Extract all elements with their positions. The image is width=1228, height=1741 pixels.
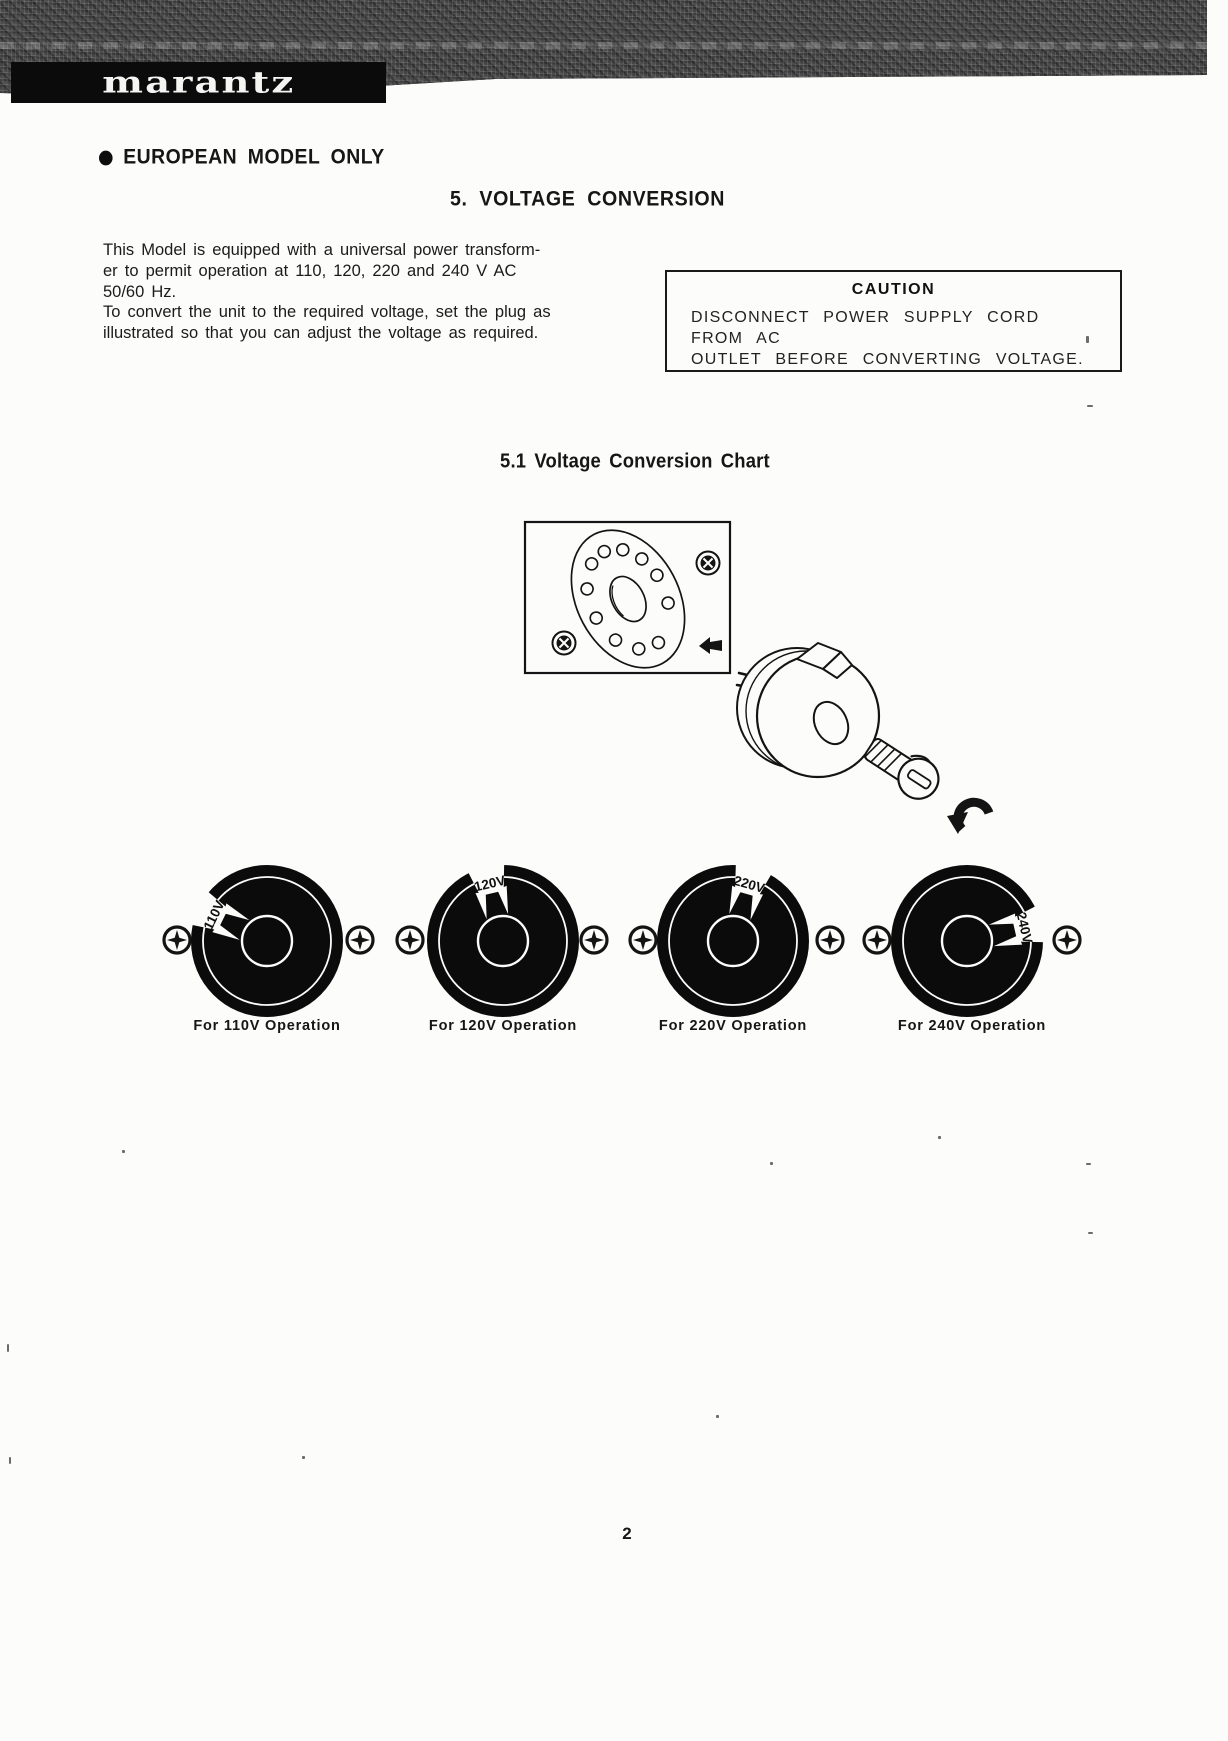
- scan-artifact: [302, 1456, 305, 1459]
- scan-artifact: [1086, 1163, 1091, 1165]
- dial-voltage-label: 120V: [473, 873, 507, 895]
- chassis-screw-icon: [862, 925, 892, 955]
- bullet-icon: [99, 150, 113, 165]
- screw-slot: [906, 769, 932, 790]
- model-note-heading: EUROPEAN MODEL ONLY: [99, 145, 385, 169]
- scan-header-band: [0, 0, 1207, 98]
- scan-artifact: [7, 1344, 9, 1352]
- caution-body: DISCONNECT POWER SUPPLY CORD FROM AC OUT…: [691, 307, 1096, 370]
- page-number: 2: [622, 1524, 632, 1543]
- retaining-screw: [863, 737, 940, 800]
- plate-screw-icon: [551, 630, 577, 656]
- caution-line: DISCONNECT POWER SUPPLY CORD FROM AC: [691, 309, 1040, 347]
- scan-artifact: [716, 1415, 719, 1418]
- caution-line: OUTLET BEFORE CONVERTING VOLTAGE.: [691, 351, 1084, 368]
- scan-artifact: [770, 1162, 773, 1165]
- brand-logo: marantz: [11, 62, 386, 103]
- voltage-plug: [735, 642, 881, 779]
- rotate-arrow-icon: [947, 797, 994, 834]
- chassis-screw-icon: [628, 925, 658, 955]
- voltage-dial-120: 120V: [427, 861, 579, 1017]
- intro-line: 50/60 Hz.: [103, 282, 177, 301]
- dial-wedge-220: 220V: [729, 861, 773, 921]
- brand-logo-text: marantz: [101, 64, 296, 100]
- intro-line: er to permit operation at 110, 120, 220 …: [103, 261, 517, 280]
- dial-caption: For 220V Operation: [658, 1018, 808, 1034]
- dial-caption: For 120V Operation: [428, 1018, 578, 1034]
- scan-artifact: [1087, 405, 1093, 407]
- section-title: 5. VOLTAGE CONVERSION: [450, 187, 725, 211]
- intro-line: illustrated so that you can adjust the v…: [103, 324, 539, 343]
- voltage-dial-110: 110V: [189, 865, 343, 1017]
- intro-line: This Model is equipped with a universal …: [103, 241, 541, 259]
- model-note-text: EUROPEAN MODEL ONLY: [123, 145, 385, 169]
- dial-wedge-240: 240V: [988, 905, 1047, 947]
- dial-caption: For 110V Operation: [193, 1018, 341, 1034]
- scan-artifact: [9, 1457, 11, 1464]
- subsection-title: 5.1 Voltage Conversion Chart: [500, 450, 770, 473]
- dial-wedge-120: 120V: [467, 861, 509, 920]
- chassis-screw-icon: [815, 925, 845, 955]
- selector-disc: [570, 529, 686, 669]
- plug-plate-illustration: [523, 520, 994, 834]
- caution-box: CAUTION DISCONNECT POWER SUPPLY CORD FRO…: [665, 270, 1122, 372]
- voltage-dial-220: 220V: [657, 861, 809, 1017]
- intro-line: To convert the unit to the required volt…: [103, 303, 551, 322]
- caution-title: CAUTION: [851, 281, 936, 298]
- chassis-screw-icon: [395, 925, 425, 955]
- scan-artifact: [122, 1150, 125, 1153]
- voltage-dial-240: 240V: [891, 865, 1047, 1017]
- scan-artifact: [1086, 336, 1089, 343]
- direction-arrow-icon: [699, 637, 722, 654]
- scan-streak: [0, 42, 1207, 49]
- scan-artifact: [938, 1136, 941, 1139]
- plug-center-hole: [812, 700, 850, 746]
- chassis-screw-icon: [1052, 925, 1082, 955]
- plate-screw-icon: [695, 550, 721, 576]
- scan-artifact: [1088, 1232, 1093, 1234]
- chassis-screw-icon: [345, 925, 375, 955]
- chassis-screw-icon: [162, 925, 192, 955]
- chassis-screw-icon: [579, 925, 609, 955]
- dial-caption: For 240V Operation: [897, 1018, 1047, 1034]
- intro-paragraph: This Model is equipped with a universal …: [103, 240, 555, 344]
- dial-voltage-label: 240V: [1014, 911, 1036, 945]
